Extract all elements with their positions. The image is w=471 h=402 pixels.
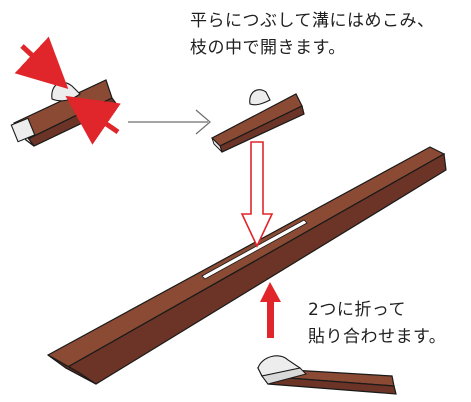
flattened-tab	[249, 89, 271, 106]
pinch-arrow-bottom	[65, 95, 121, 145]
right-arrow	[128, 109, 211, 135]
long-branch-end-face	[47, 354, 97, 385]
instruction-bottom-line-1: 2つに折って	[308, 300, 406, 320]
flattened-piece	[210, 89, 305, 153]
branch-slot	[201, 219, 308, 280]
long-branch	[46, 146, 447, 385]
instruction-top-line-2: 枝の中で開きます。	[190, 38, 346, 58]
instruction-bottom-line-2: 貼り合わせます。	[308, 327, 447, 347]
folded-piece	[256, 355, 397, 395]
instruction-bottom: 2つに折って 貼り合わせます。	[308, 297, 446, 351]
insert-arrow	[240, 141, 274, 248]
pinch-arrow-top	[14, 36, 69, 90]
pinched-piece	[10, 79, 119, 147]
instruction-top-line-1: 平らにつぶして溝にはめこみ、	[190, 11, 435, 31]
up-arrow	[260, 282, 281, 338]
instruction-top: 平らにつぶして溝にはめこみ、 枝の中で開きます。	[190, 8, 435, 62]
